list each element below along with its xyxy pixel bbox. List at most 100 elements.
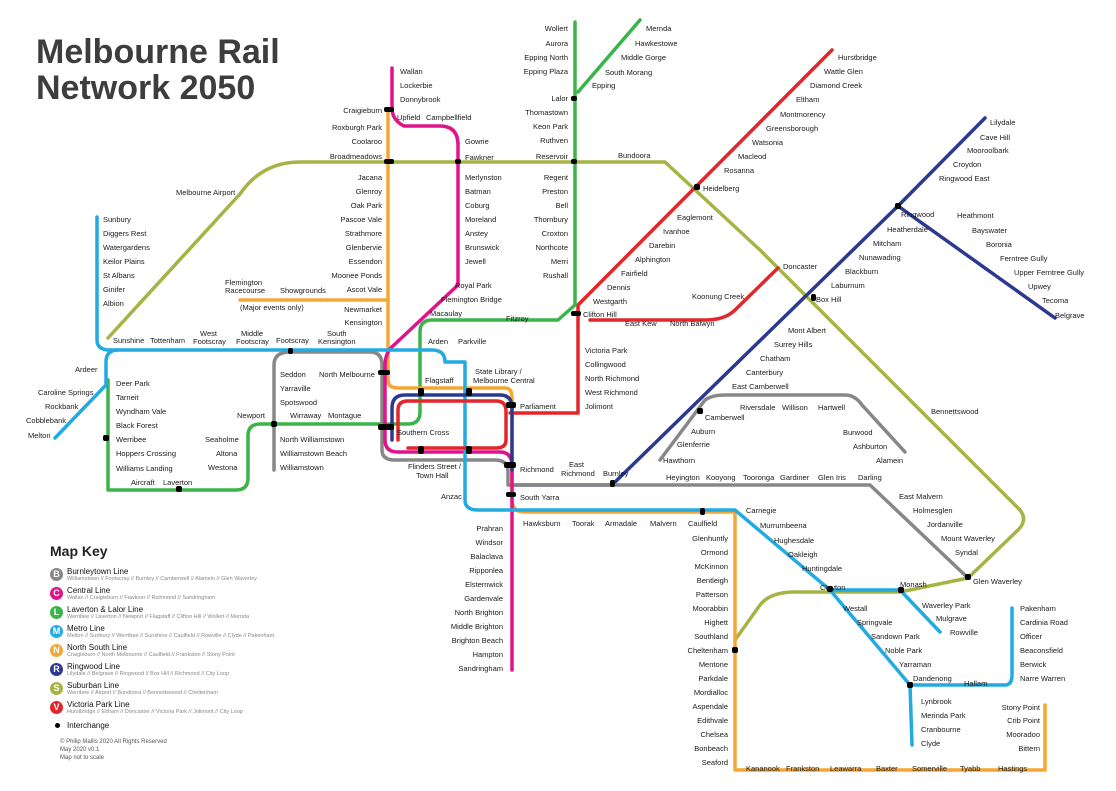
station-label: East Malvern: [899, 492, 943, 501]
station-label: Yarraville: [280, 384, 311, 393]
station-label: Hawksburn: [523, 519, 561, 528]
station-label: Glenroy: [356, 187, 383, 196]
city-loop-red: [396, 399, 508, 450]
key-line-route: Wallan // Craigieburn // Fawkner // Rich…: [67, 595, 216, 601]
station-label: Syndal: [955, 548, 978, 557]
station-label: Victoria Park: [585, 346, 628, 355]
station-label: Cardinia Road: [1020, 618, 1068, 627]
station-label: Seaholme: [205, 435, 239, 444]
station-label: Jolimont: [585, 402, 614, 411]
station-label: Fawkner: [465, 153, 494, 162]
victoria-park-line: [508, 48, 834, 415]
station-label: Newport: [237, 411, 266, 420]
station-label: McKinnon: [695, 562, 728, 571]
interchange-fawkner: [455, 159, 461, 164]
key-line-name: Victoria Park Line: [67, 700, 130, 709]
station-label: Oak Park: [351, 201, 383, 210]
copyright-line2: May 2020 v0.1: [60, 747, 100, 753]
station-label: Williamstown: [280, 463, 324, 472]
station-label: Middle Gorge: [621, 53, 666, 62]
station-label: Leawarra: [830, 764, 862, 773]
station-label: Clyde: [921, 739, 940, 748]
station-label: Upper Ferntree Gully: [1014, 268, 1084, 277]
station-label: Deer Park: [116, 379, 150, 388]
station-label: Willison: [782, 403, 808, 412]
station-label: Flemington: [225, 278, 262, 287]
station-label: Ripponlea: [469, 566, 504, 575]
station-label: Hartwell: [818, 403, 845, 412]
station-label: North Brighton: [455, 608, 503, 617]
station-label: North Williamstown: [280, 435, 344, 444]
station-label: Newmarket: [344, 305, 383, 314]
station-label: Ginifer: [103, 285, 126, 294]
station-label: Chatham: [760, 354, 790, 363]
station-label: Laburnum: [831, 281, 865, 290]
station-label: Reservoir: [536, 152, 569, 161]
interchange-flagstaff: [418, 388, 424, 396]
station-label: Racecourse: [225, 286, 265, 295]
station-label: Mitcham: [873, 239, 901, 248]
burnley-line: [272, 350, 970, 580]
station-label: Mulgrave: [936, 614, 967, 623]
station-label: Caulfield: [688, 519, 717, 528]
interchange-glen-waverley: [965, 574, 971, 580]
station-label: Hampton: [473, 650, 503, 659]
station-label: Macaulay: [430, 309, 462, 318]
station-label: Bundoora: [618, 151, 651, 160]
station-label: Moorabbin: [693, 604, 728, 613]
station-label: Wollert: [545, 24, 569, 33]
suburban-line: [106, 160, 1026, 642]
interchange-newport: [271, 421, 277, 427]
station-label: Edithvale: [697, 716, 728, 725]
station-label: Kensington: [318, 337, 356, 346]
station-label: Tooronga: [743, 473, 775, 482]
station-label: Wirraway: [290, 411, 321, 420]
station-label: Tecoma: [1042, 296, 1069, 305]
station-label: Epping Plaza: [524, 67, 569, 76]
station-label: Windsor: [475, 538, 503, 547]
station-label: Parliament: [520, 402, 557, 411]
station-label: Kooyong: [706, 473, 736, 482]
station-label: Melbourne Central: [473, 376, 535, 385]
station-label: Auburn: [691, 427, 715, 436]
station-label: Somerville: [912, 764, 947, 773]
station-label: Nunawading: [859, 253, 901, 262]
station-label: Gowrie: [465, 137, 489, 146]
line-badge-icon: S: [50, 682, 63, 695]
station-label: Williamstown Beach: [280, 449, 347, 458]
laverton-lalor-mernda: [576, 18, 642, 94]
station-label: Southland: [694, 632, 728, 641]
station-label: Glenferrie: [677, 440, 710, 449]
station-label: Donnybrook: [400, 95, 441, 104]
station-label: East Camberwell: [732, 382, 789, 391]
station-label: Wallan: [400, 67, 423, 76]
interchange-north-melbourne: [378, 370, 390, 375]
interchange-reservoir: [571, 159, 577, 164]
station-label: Huntingdale: [802, 564, 842, 573]
station-label: Jewell: [465, 257, 486, 266]
station-label: Richmond: [561, 469, 595, 478]
station-label: Flemington Bridge: [441, 295, 502, 304]
copyright-line1: © Philip Mallis 2020 All Rights Reserved: [60, 739, 167, 745]
station-label: Wyndham Vale: [116, 407, 166, 416]
station-label: Eltham: [796, 95, 819, 104]
station-label: Croydon: [953, 160, 981, 169]
station-label: Ashburton: [853, 442, 887, 451]
rail-lines: [53, 18, 1057, 772]
station-label: Berwick: [1020, 660, 1047, 669]
burnley-line-alamein: [658, 393, 907, 462]
station-label: Lilydale: [990, 118, 1015, 127]
station-label: Seddon: [280, 370, 306, 379]
station-label: Footscray: [193, 337, 226, 346]
station-label: Ringwood East: [939, 174, 990, 183]
laverton-lalor-wollert: [106, 20, 577, 492]
station-label: Tottenham: [150, 336, 185, 345]
interchange-dot-icon: [55, 723, 60, 728]
station-label: Surrey Hills: [774, 340, 813, 349]
key-line-name: Burnleytown Line: [67, 567, 129, 576]
station-label: Moreland: [465, 215, 496, 224]
